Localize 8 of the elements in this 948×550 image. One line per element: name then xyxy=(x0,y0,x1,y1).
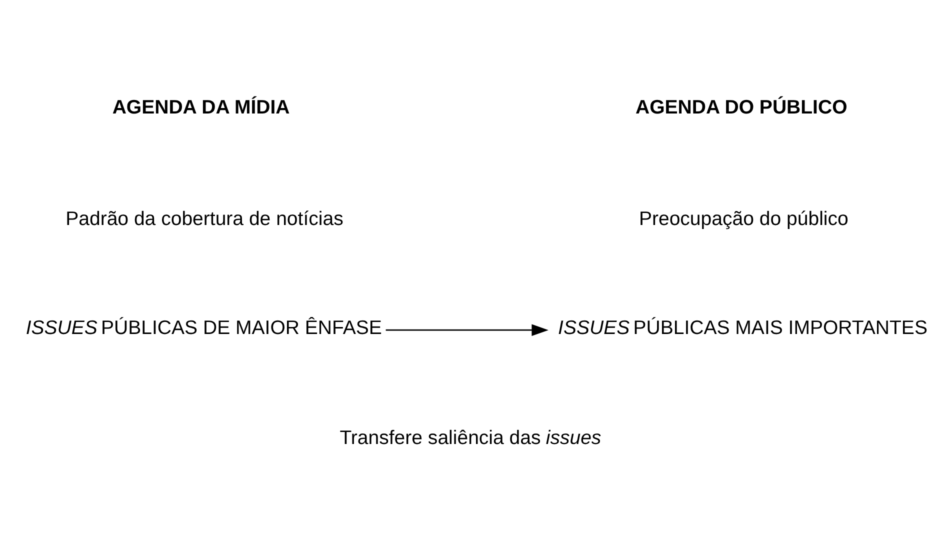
label: Transfere saliência das issues xyxy=(340,427,602,450)
label: Padrão da cobertura de notícias xyxy=(66,208,344,230)
node-text: ISSUES PÚBLICAS MAIS IMPORTANTES xyxy=(558,316,928,339)
label: Preocupação do público xyxy=(638,208,848,230)
arrow xyxy=(386,324,548,336)
label: AGENDA DO PÚBLICO xyxy=(635,96,848,118)
label: AGENDA DA MÍDIA xyxy=(112,96,290,118)
node-text: ISSUES PÚBLICAS DE MAIOR ÊNFASE xyxy=(26,316,382,339)
